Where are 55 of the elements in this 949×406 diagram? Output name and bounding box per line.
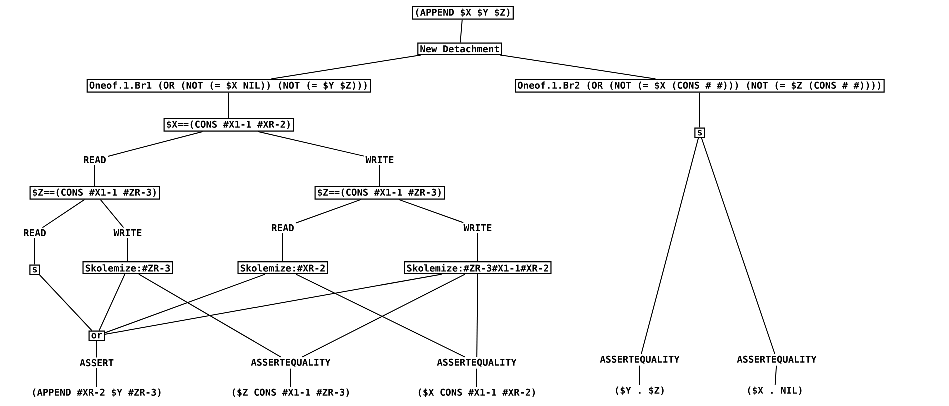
label-box: (APPEND $X $Y $Z) [412, 6, 514, 20]
label-box: Skolemize:#ZR-3#X1-1#XR-2 [404, 262, 552, 274]
label-box: or [88, 330, 106, 342]
tree-label: ($Z CONS #X1-1 #ZR-3) [232, 388, 350, 398]
connector-line [94, 164, 96, 187]
connector-line [290, 368, 292, 388]
tree-label: ($X CONS #X1-1 #XR-2) [418, 388, 536, 398]
label-box: Skolemize:#ZR-3 [82, 262, 174, 274]
tree-label: (APPEND #XR-2 $Y #ZR-3) [33, 388, 161, 398]
connector-line [476, 368, 478, 388]
connector-line [96, 368, 98, 388]
connector-line [104, 274, 442, 336]
tree-label: ASSERTEQUALITY [437, 358, 517, 368]
label-box: s [30, 264, 40, 276]
label-box: Oneof.1.Br2 (OR (NOT (= $X (CONS # #))) (NOT (= $Z (CONS # #)))) [515, 79, 885, 93]
label-box: $X==(CONS #X1-1 #XR-2) [164, 118, 294, 132]
connector-line [100, 199, 124, 228]
connector-line [460, 19, 463, 44]
label-box: Oneof.1.Br1 (OR (NOT (= $X NIL)) (NOT (= $Y $Z))) [86, 79, 372, 93]
label-box: $Z==(CONS #X1-1 #ZR-3) [30, 186, 160, 200]
tree-label: ($Y . $Z) [616, 386, 664, 396]
connector-line [258, 131, 365, 157]
connector-line [228, 92, 230, 119]
tree-label: WRITE [114, 230, 142, 236]
connector-line [42, 199, 86, 228]
label-box: $Z==(CONS #X1-1 #ZR-3) [314, 186, 446, 200]
tree-label: WRITE [366, 156, 394, 164]
tree-label: READ [272, 224, 294, 232]
label-box: New Detachment [418, 42, 502, 56]
connector-line [108, 131, 204, 158]
connector-line [104, 274, 266, 334]
tree-label: READ [84, 156, 106, 164]
tree-label: ASSERTEQUALITY [737, 356, 817, 364]
connector-line [39, 274, 93, 332]
tree-label: ASSERTEQUALITY [251, 358, 331, 368]
connector-line [96, 340, 98, 358]
connector-line [774, 365, 778, 386]
connector-line [701, 138, 776, 355]
tree-label: WRITE [464, 224, 492, 232]
connector-line [641, 138, 700, 355]
connector-line [282, 232, 284, 262]
connector-line [296, 199, 362, 224]
connector-line [34, 238, 36, 266]
tree-label: ($X . NIL) [748, 386, 802, 396]
connector-line [271, 54, 422, 80]
connector-line [98, 274, 126, 332]
connector-line [500, 54, 656, 80]
label-box: Skolemize:#XR-2 [238, 262, 328, 274]
connector-line [398, 199, 464, 224]
tree-label: READ [24, 230, 46, 236]
label-box: s [694, 128, 706, 138]
tree-label: ASSERTEQUALITY [600, 356, 680, 364]
tree-label: ASSERT [80, 359, 114, 367]
connector-line [138, 274, 282, 358]
connector-line [476, 274, 478, 358]
